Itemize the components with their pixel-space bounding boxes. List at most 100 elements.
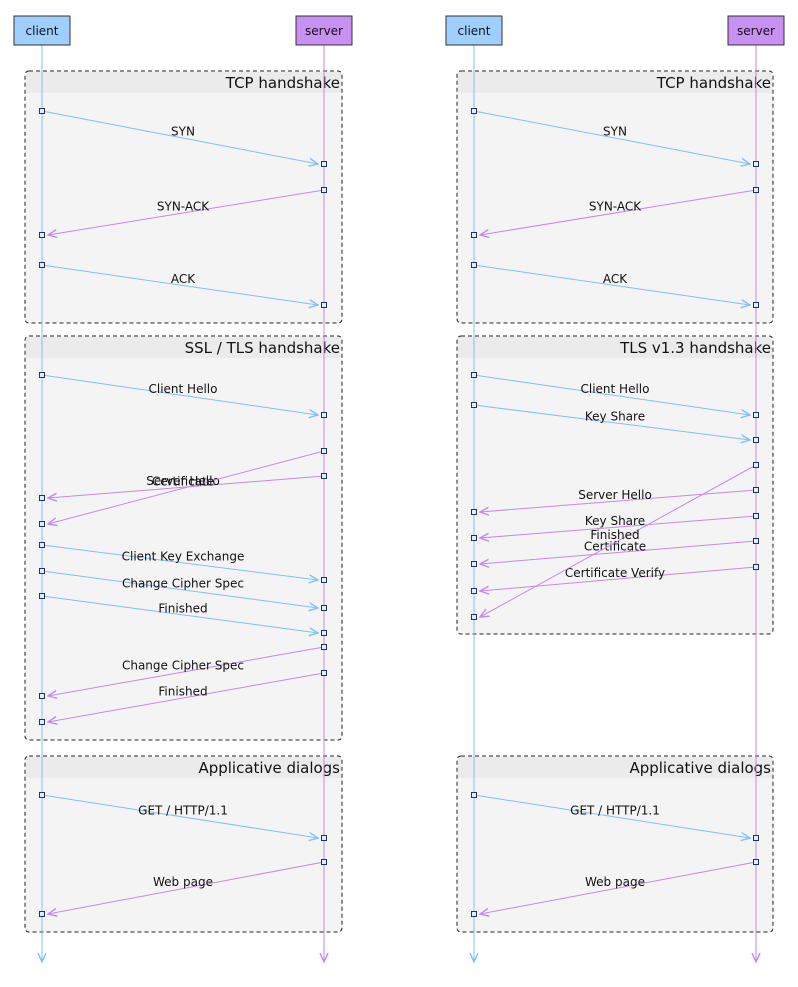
message-label: Web page: [585, 875, 645, 889]
message-label: Key Share: [585, 514, 645, 528]
client-actor: client: [445, 15, 503, 46]
message-endpoint: [321, 670, 327, 676]
message-label: GET / HTTP/1.1: [138, 804, 228, 818]
message-arrow: [41, 570, 318, 608]
message-endpoint: [321, 302, 327, 308]
group-background: [457, 756, 773, 932]
message-server-to-client: Certificate: [471, 538, 759, 567]
message-endpoint: [39, 108, 45, 114]
group-header: [26, 72, 341, 93]
message-label: GET / HTTP/1.1: [570, 804, 660, 818]
message-endpoint: [753, 412, 759, 418]
message-endpoint: [321, 644, 327, 650]
group-background: [457, 71, 773, 323]
message-server-to-client: Finished: [39, 670, 327, 725]
group-title: TCP handshake: [656, 74, 771, 92]
message-endpoint: [471, 402, 477, 408]
message-arrow: [480, 540, 757, 564]
message-endpoint: [39, 911, 45, 917]
group-header: [26, 757, 341, 778]
message-arrow: [473, 110, 750, 164]
message-endpoint: [471, 588, 477, 594]
message-arrow: [41, 544, 318, 580]
message-endpoint: [471, 561, 477, 567]
message-endpoint: [39, 521, 45, 527]
message-client-to-server: Client Hello: [471, 372, 759, 418]
group-background: [25, 756, 342, 932]
message-server-to-client: SYN-ACK: [471, 187, 759, 238]
message-endpoint: [753, 835, 759, 841]
message-endpoint: [471, 911, 477, 917]
message-arrow: [41, 794, 318, 838]
message-endpoint: [753, 462, 759, 468]
message-endpoint: [471, 509, 477, 515]
group-box: SSL / TLS handshake: [24, 335, 343, 741]
message-label: SYN: [171, 125, 195, 139]
message-arrow: [480, 515, 757, 538]
server-actor-label: server: [305, 24, 343, 38]
message-label: ACK: [171, 272, 196, 286]
group-border: [24, 70, 343, 324]
message-label: Client Hello: [149, 382, 218, 396]
message-label: Certificate Verify: [565, 566, 665, 580]
group-title: TLS v1.3 handshake: [619, 339, 771, 357]
message-endpoint: [321, 859, 327, 865]
message-arrow: [41, 374, 318, 415]
message-label: Server Hello: [146, 474, 220, 488]
message-endpoint: [753, 513, 759, 519]
message-client-to-server: SYN: [39, 108, 327, 167]
client-actor-label: client: [458, 24, 491, 38]
message-server-to-client: Change Cipher Spec: [39, 644, 327, 699]
message-endpoint: [39, 542, 45, 548]
message-endpoint: [321, 412, 327, 418]
message-endpoint: [321, 630, 327, 636]
message-server-to-client: SYN-ACK: [39, 187, 327, 238]
group-border: [456, 70, 774, 324]
message-label: Change Cipher Spec: [122, 659, 244, 673]
group-box: TCP handshake: [456, 70, 774, 324]
group-border: [456, 755, 774, 933]
message-arrow: [48, 450, 325, 524]
message-client-to-server: Change Cipher Spec: [39, 568, 327, 611]
message-endpoint: [321, 473, 327, 479]
message-endpoint: [753, 564, 759, 570]
message-label: SYN: [603, 125, 627, 139]
message-endpoint: [753, 538, 759, 544]
server-actor: server: [295, 15, 353, 46]
server-actor-box: [727, 15, 785, 46]
group-background: [25, 71, 342, 323]
message-label: Finished: [158, 685, 207, 699]
client-actor-box: [445, 15, 503, 46]
message-arrow: [473, 264, 750, 305]
message-endpoint: [39, 693, 45, 699]
message-client-to-server: Key Share: [471, 402, 759, 443]
message-arrow: [41, 264, 318, 305]
message-arrow: [48, 861, 325, 914]
message-endpoint: [753, 859, 759, 865]
group-header: [26, 337, 341, 358]
message-arrow: [48, 646, 325, 696]
message-endpoint: [39, 568, 45, 574]
message-endpoint: [471, 792, 477, 798]
message-client-to-server: ACK: [471, 262, 759, 308]
message-endpoint: [471, 535, 477, 541]
message-arrow: [473, 794, 750, 838]
group-title: Applicative dialogs: [629, 759, 771, 777]
message-endpoint: [321, 448, 327, 454]
message-endpoint: [321, 187, 327, 193]
message-arrow: [480, 566, 757, 591]
message-arrow: [473, 374, 750, 415]
group-header: [458, 757, 772, 778]
client-actor: client: [13, 15, 71, 46]
message-endpoint: [471, 372, 477, 378]
message-label: Certificate: [152, 475, 214, 489]
message-endpoint: [753, 302, 759, 308]
message-endpoint: [753, 487, 759, 493]
message-label: Client Hello: [581, 382, 650, 396]
server-actor-box: [295, 15, 353, 46]
message-server-to-client: Key Share: [471, 513, 759, 541]
message-label: Key Share: [585, 410, 645, 424]
